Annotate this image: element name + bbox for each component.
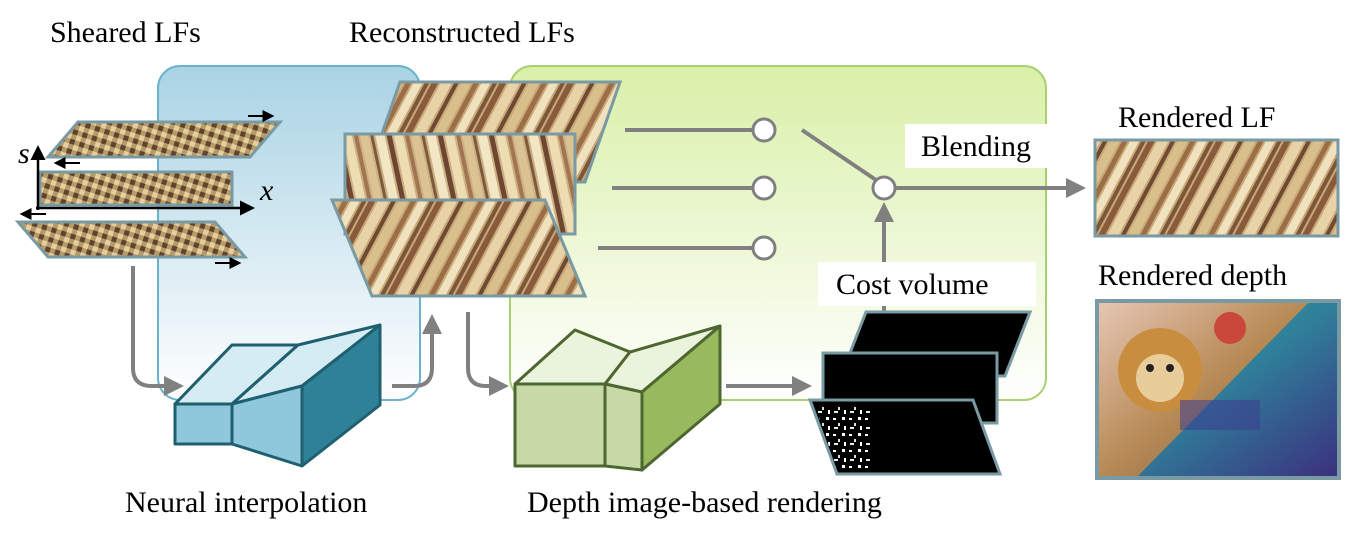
x-axis-label: x <box>259 174 274 207</box>
reconstructed-lf-slice-3 <box>329 198 588 298</box>
rendered-depth-image <box>1095 299 1341 480</box>
reconstructed-lfs-label: Reconstructed LFs <box>349 16 575 49</box>
doll-toy <box>1214 312 1246 344</box>
reconstructed-lf-stack <box>329 80 623 298</box>
switch-node-1 <box>751 117 777 143</box>
cost-volume-noise <box>815 405 870 470</box>
switch-node-2 <box>751 175 777 201</box>
neural-interpolation-label: Neural interpolation <box>125 486 367 519</box>
sheared-lfs-label: Sheared LFs <box>50 16 201 49</box>
arrow-sheared-to-neural <box>131 266 184 396</box>
rendered-depth-label: Rendered depth <box>1098 259 1287 292</box>
switch-output-node <box>871 175 897 201</box>
depth-ibr-label: Depth image-based rendering <box>527 486 882 519</box>
blending-label-bg <box>905 124 1063 168</box>
switch-node-3 <box>751 235 777 261</box>
dibr-network <box>513 324 722 472</box>
sheared-lf-slice-2 <box>38 170 234 207</box>
sheared-lf-slice-1 <box>44 120 284 159</box>
blending-label: Blending <box>921 130 1031 163</box>
rendered-lf-image <box>1093 138 1340 238</box>
switch-lever <box>800 128 878 182</box>
cost-volume-stack <box>807 310 1033 476</box>
cost-volume-label: Cost volume <box>836 268 989 301</box>
arrow-neural-to-reconstructed <box>392 314 442 388</box>
rendered-lf-label: Rendered LF <box>1118 101 1275 134</box>
arrow-reconstructed-to-dibr <box>466 312 509 396</box>
sheared-lf-slice-3 <box>14 220 249 259</box>
neural-interpolation-network <box>173 323 382 468</box>
s-axis-label: s <box>18 137 30 170</box>
cost-volume-label-bg <box>818 262 1036 306</box>
sheared-lf-stack: s x <box>14 110 284 269</box>
